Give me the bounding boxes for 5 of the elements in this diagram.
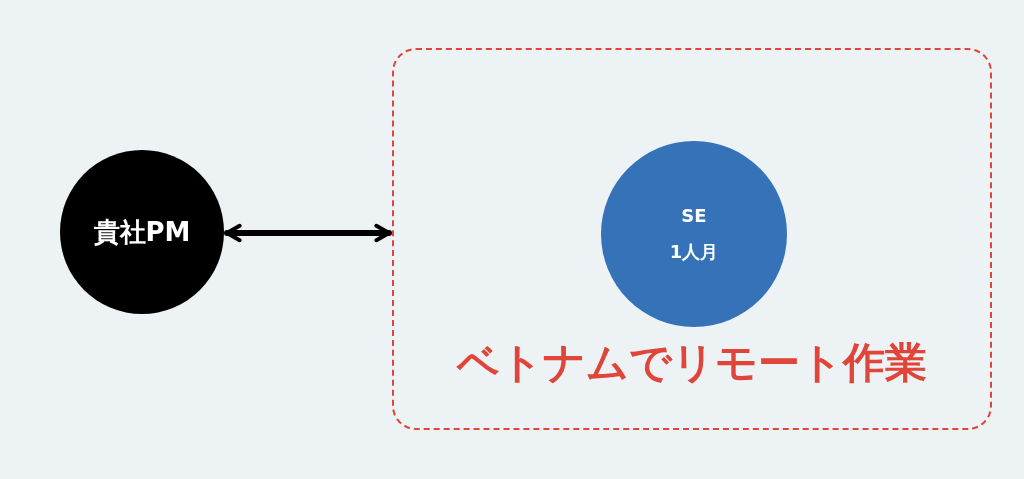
- dashed-group-box: [392, 48, 992, 430]
- node-label: SE 1人月: [668, 204, 720, 264]
- double-arrow: [224, 223, 392, 243]
- node-label: 貴社PM: [93, 215, 191, 249]
- group-title: ベトナムでリモート作業: [455, 342, 928, 384]
